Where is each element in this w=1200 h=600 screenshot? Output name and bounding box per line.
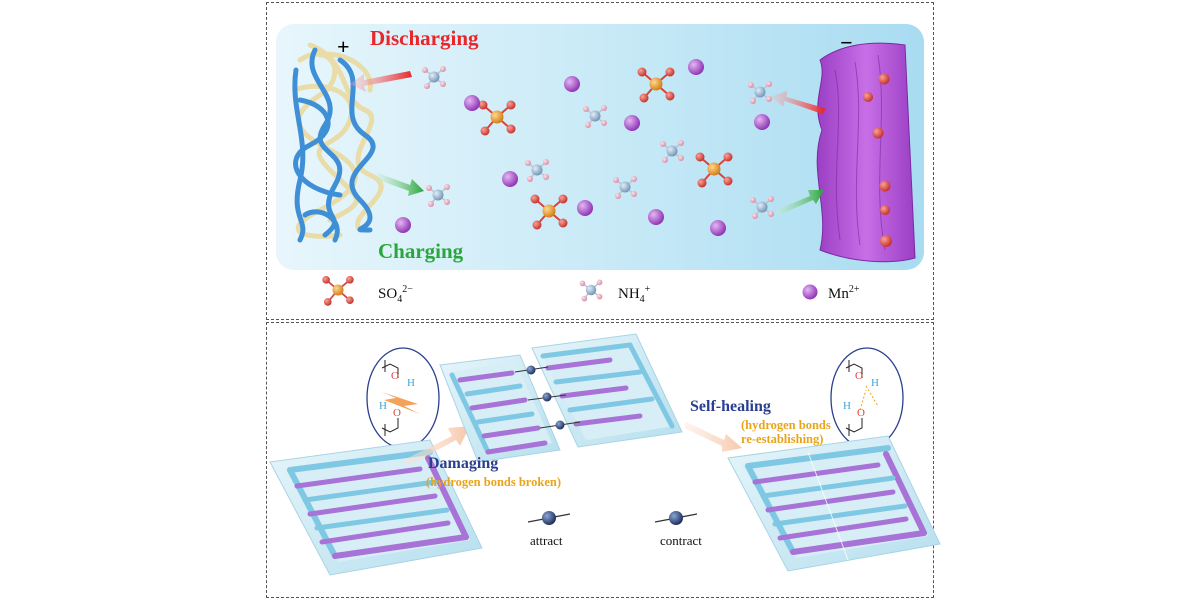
- negative-sign: −: [840, 30, 853, 55]
- positive-sign: +: [337, 34, 350, 59]
- self-healing-panel: [266, 322, 934, 598]
- legend-manganese: Mn2+: [828, 284, 860, 302]
- self-healing-label: Self-healing: [690, 398, 771, 415]
- spring-bead-icon: [527, 511, 698, 525]
- broken-hbond-structure: [381, 360, 420, 436]
- charging-label: Charging: [378, 239, 464, 263]
- sulfate-icon: [321, 275, 355, 307]
- legend-ammonium: NH4+: [618, 284, 651, 305]
- fiber-cathode: [292, 42, 384, 243]
- self-healing-note-2: re-establishing): [741, 432, 824, 446]
- manganese-ion-icon: [802, 284, 818, 300]
- intact-device-left: [269, 439, 483, 576]
- attract-label: attract: [530, 533, 563, 548]
- charge-mechanism-panel: [266, 2, 934, 320]
- self-healing-arrow: [684, 422, 742, 452]
- self-healing-note-1: (hydrogen bonds: [741, 418, 831, 432]
- charging-arrow-right: [776, 190, 824, 215]
- damaging-label: Damaging: [428, 455, 499, 472]
- oxygen-atom-label-bottom: O: [393, 407, 401, 419]
- discharging-label: Discharging: [370, 26, 479, 50]
- charging-arrow-left: [376, 173, 424, 196]
- oxygen-atom-label-top-right: O: [855, 370, 863, 382]
- spring-connectors: [514, 365, 581, 430]
- hydrogen-atom-label-bottom-right: H: [843, 400, 851, 412]
- healed-device-right: [727, 435, 941, 572]
- discharging-arrow-left: [350, 71, 412, 92]
- hydrogen-atom-label-top: H: [407, 377, 415, 389]
- damaged-device-halves: [439, 333, 683, 463]
- restored-hbond-ellipse: [830, 347, 904, 449]
- hydrogen-atom-label-bottom: H: [379, 400, 387, 412]
- oxygen-atom-label-bottom-right: O: [857, 407, 865, 419]
- legend-sulfate: SO42−: [378, 284, 413, 305]
- restored-hbond-structure: [845, 360, 879, 436]
- damaging-arrow: [404, 426, 470, 466]
- oxygen-atom-label-top: O: [391, 370, 399, 382]
- ammonium-icon: [578, 278, 604, 303]
- damaging-note: (hydrogen bonds broken): [426, 475, 561, 489]
- broken-hbond-ellipse: [366, 347, 440, 449]
- hydrogen-atom-label-top-right: H: [871, 377, 879, 389]
- contract-label: contract: [660, 533, 702, 548]
- manganese-ions: [395, 59, 770, 236]
- discharging-arrow-right: [770, 90, 826, 115]
- mn-anode-wall: [816, 42, 916, 263]
